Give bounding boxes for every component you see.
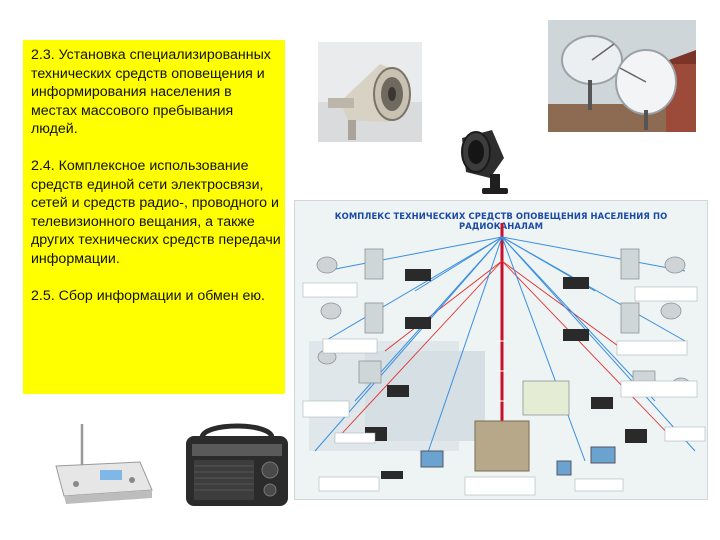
loudspeaker-horn-icon bbox=[318, 42, 422, 142]
siren-icon bbox=[452, 118, 532, 198]
portable-radio-icon bbox=[178, 418, 296, 510]
text-panel: 2.3. Установка специализированных технич… bbox=[23, 40, 285, 394]
radio-receiver-icon bbox=[36, 420, 164, 506]
item-2-5: 2.5. Сбор информации и обмен ею. bbox=[31, 287, 265, 304]
item-2-4: 2.4. Комплексное использование средств е… bbox=[31, 157, 281, 267]
radio-alert-diagram: КОМПЛЕКС ТЕХНИЧЕСКИХ СРЕДСТВ ОПОВЕЩЕНИЯ … bbox=[294, 200, 708, 500]
satellite-dish-icon bbox=[548, 20, 696, 132]
item-2-3: 2.3. Установка специализированных технич… bbox=[31, 47, 271, 138]
diagram-graphic bbox=[302, 223, 706, 496]
